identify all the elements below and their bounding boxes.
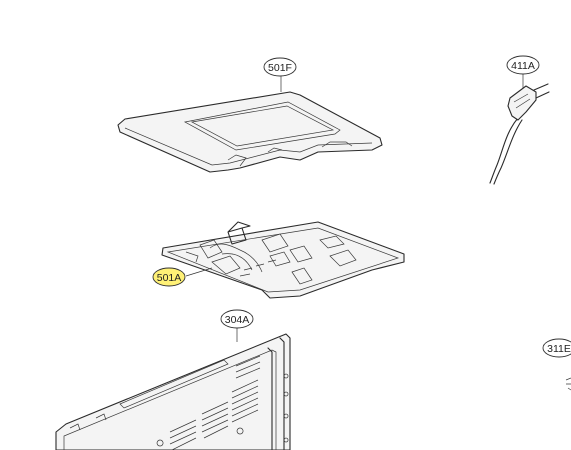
board-components-mid: [261, 233, 313, 267]
panel-outline: [55, 333, 291, 450]
cover-tab-mid: [267, 147, 283, 153]
panel-vents-a: [169, 419, 197, 450]
panel-vents-d: [235, 355, 261, 379]
plug-body: [507, 85, 537, 121]
part-411a-power-cord[interactable]: [489, 83, 550, 185]
board-tray: [161, 221, 405, 299]
cover-window: [183, 101, 341, 151]
panel-vents-c: [231, 379, 259, 423]
callout-411a-text: 411A: [511, 60, 535, 72]
cover-edge: [124, 127, 373, 166]
plug-pin-top: [533, 83, 549, 91]
cover-tab-left: [227, 154, 247, 167]
callout-304a-text: 304A: [225, 314, 250, 326]
panel-vents-b: [201, 401, 229, 439]
part-501f-cover[interactable]: [117, 91, 383, 173]
panel-inner-edge: [63, 349, 277, 450]
callout-501f-text: 501F: [268, 62, 292, 74]
part-501a-control-board[interactable]: [161, 221, 405, 299]
callout-501a[interactable]: 501A: [152, 267, 186, 287]
cover-tab-right: [321, 141, 353, 148]
callout-411a-ellipse: [506, 55, 540, 75]
panel-edge-tabs: [69, 413, 107, 431]
callout-304a-ellipse: [220, 309, 254, 329]
part-304a-side-panel[interactable]: [55, 333, 291, 450]
leader-501a: [185, 267, 213, 277]
part-311-fragment: [565, 377, 571, 391]
callout-304a[interactable]: 304A: [220, 309, 254, 329]
panel-flange: [267, 337, 285, 450]
board-components-left: [185, 239, 241, 275]
callout-501a-text: 501A: [157, 272, 182, 284]
plug-ridges: [513, 93, 531, 109]
callout-311[interactable]: 311E: [542, 338, 571, 358]
callout-501f[interactable]: 501F: [263, 57, 297, 77]
plug-pin-bottom: [535, 91, 550, 99]
board-wiring: [209, 243, 263, 273]
callout-311-text: 311E: [547, 343, 571, 355]
board-connector-row: [239, 259, 277, 277]
board-transformer: [227, 221, 251, 245]
cord-cable-second: [493, 119, 523, 185]
callout-501f-ellipse: [263, 57, 297, 77]
cord-cable: [489, 117, 519, 184]
board-components-right: [291, 235, 357, 285]
callout-311-ellipse: [542, 338, 571, 358]
part-311-glyph: [565, 377, 571, 391]
cover-outline: [117, 91, 383, 173]
cover-window-inner: [190, 105, 335, 147]
panel-slot-long: [119, 359, 229, 409]
callout-411a[interactable]: 411A: [506, 55, 540, 75]
callout-501a-ellipse: [152, 267, 186, 287]
panel-screw-holes: [156, 373, 289, 447]
board-tray-rim: [166, 227, 400, 293]
